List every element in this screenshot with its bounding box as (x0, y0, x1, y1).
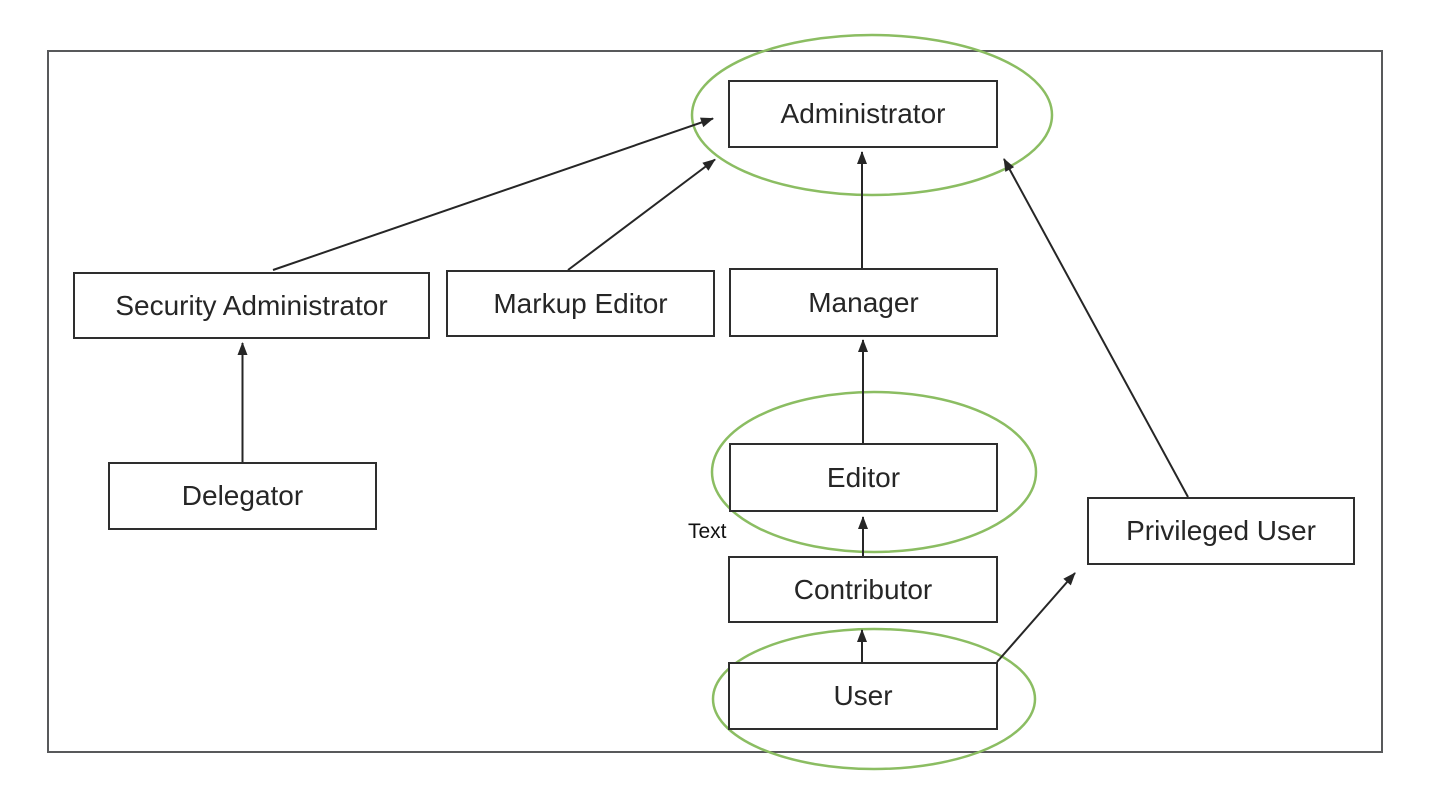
node-security-administrator-label: Security Administrator (115, 289, 388, 321)
edge-markup-editor-to-administrator (567, 158, 716, 271)
node-administrator: Administrator (728, 80, 998, 148)
node-privileged-user: Privileged User (1087, 497, 1355, 565)
node-privileged-user-label: Privileged User (1126, 515, 1316, 546)
node-markup-editor: Markup Editor (446, 270, 715, 337)
node-user-label: User (833, 680, 893, 711)
node-security-administrator: Security Administrator (73, 272, 430, 339)
node-editor: Editor (729, 443, 998, 512)
node-delegator: Delegator (108, 462, 377, 530)
node-contributor: Contributor (728, 556, 998, 623)
highlight-ellipse-editor (710, 390, 1038, 554)
edge-user-to-privileged-user (996, 572, 1076, 663)
edge-security-administrator-to-administrator (272, 117, 714, 271)
node-contributor-label: Contributor (793, 573, 933, 605)
edge-privileged-user-to-administrator (1003, 158, 1189, 498)
highlight-ellipse-user (711, 627, 1037, 771)
node-markup-editor-label: Markup Editor (493, 287, 668, 319)
node-delegator-label: Delegator (181, 480, 304, 511)
node-editor-label: Editor (826, 461, 901, 493)
diagram-frame (47, 50, 1383, 753)
node-manager-label: Manager (808, 286, 919, 318)
node-administrator-label: Administrator (780, 98, 946, 129)
node-manager: Manager (729, 268, 998, 337)
highlight-ellipse-administrator (690, 33, 1054, 197)
node-user: User (728, 662, 998, 730)
text-annotation: Text (688, 520, 727, 543)
